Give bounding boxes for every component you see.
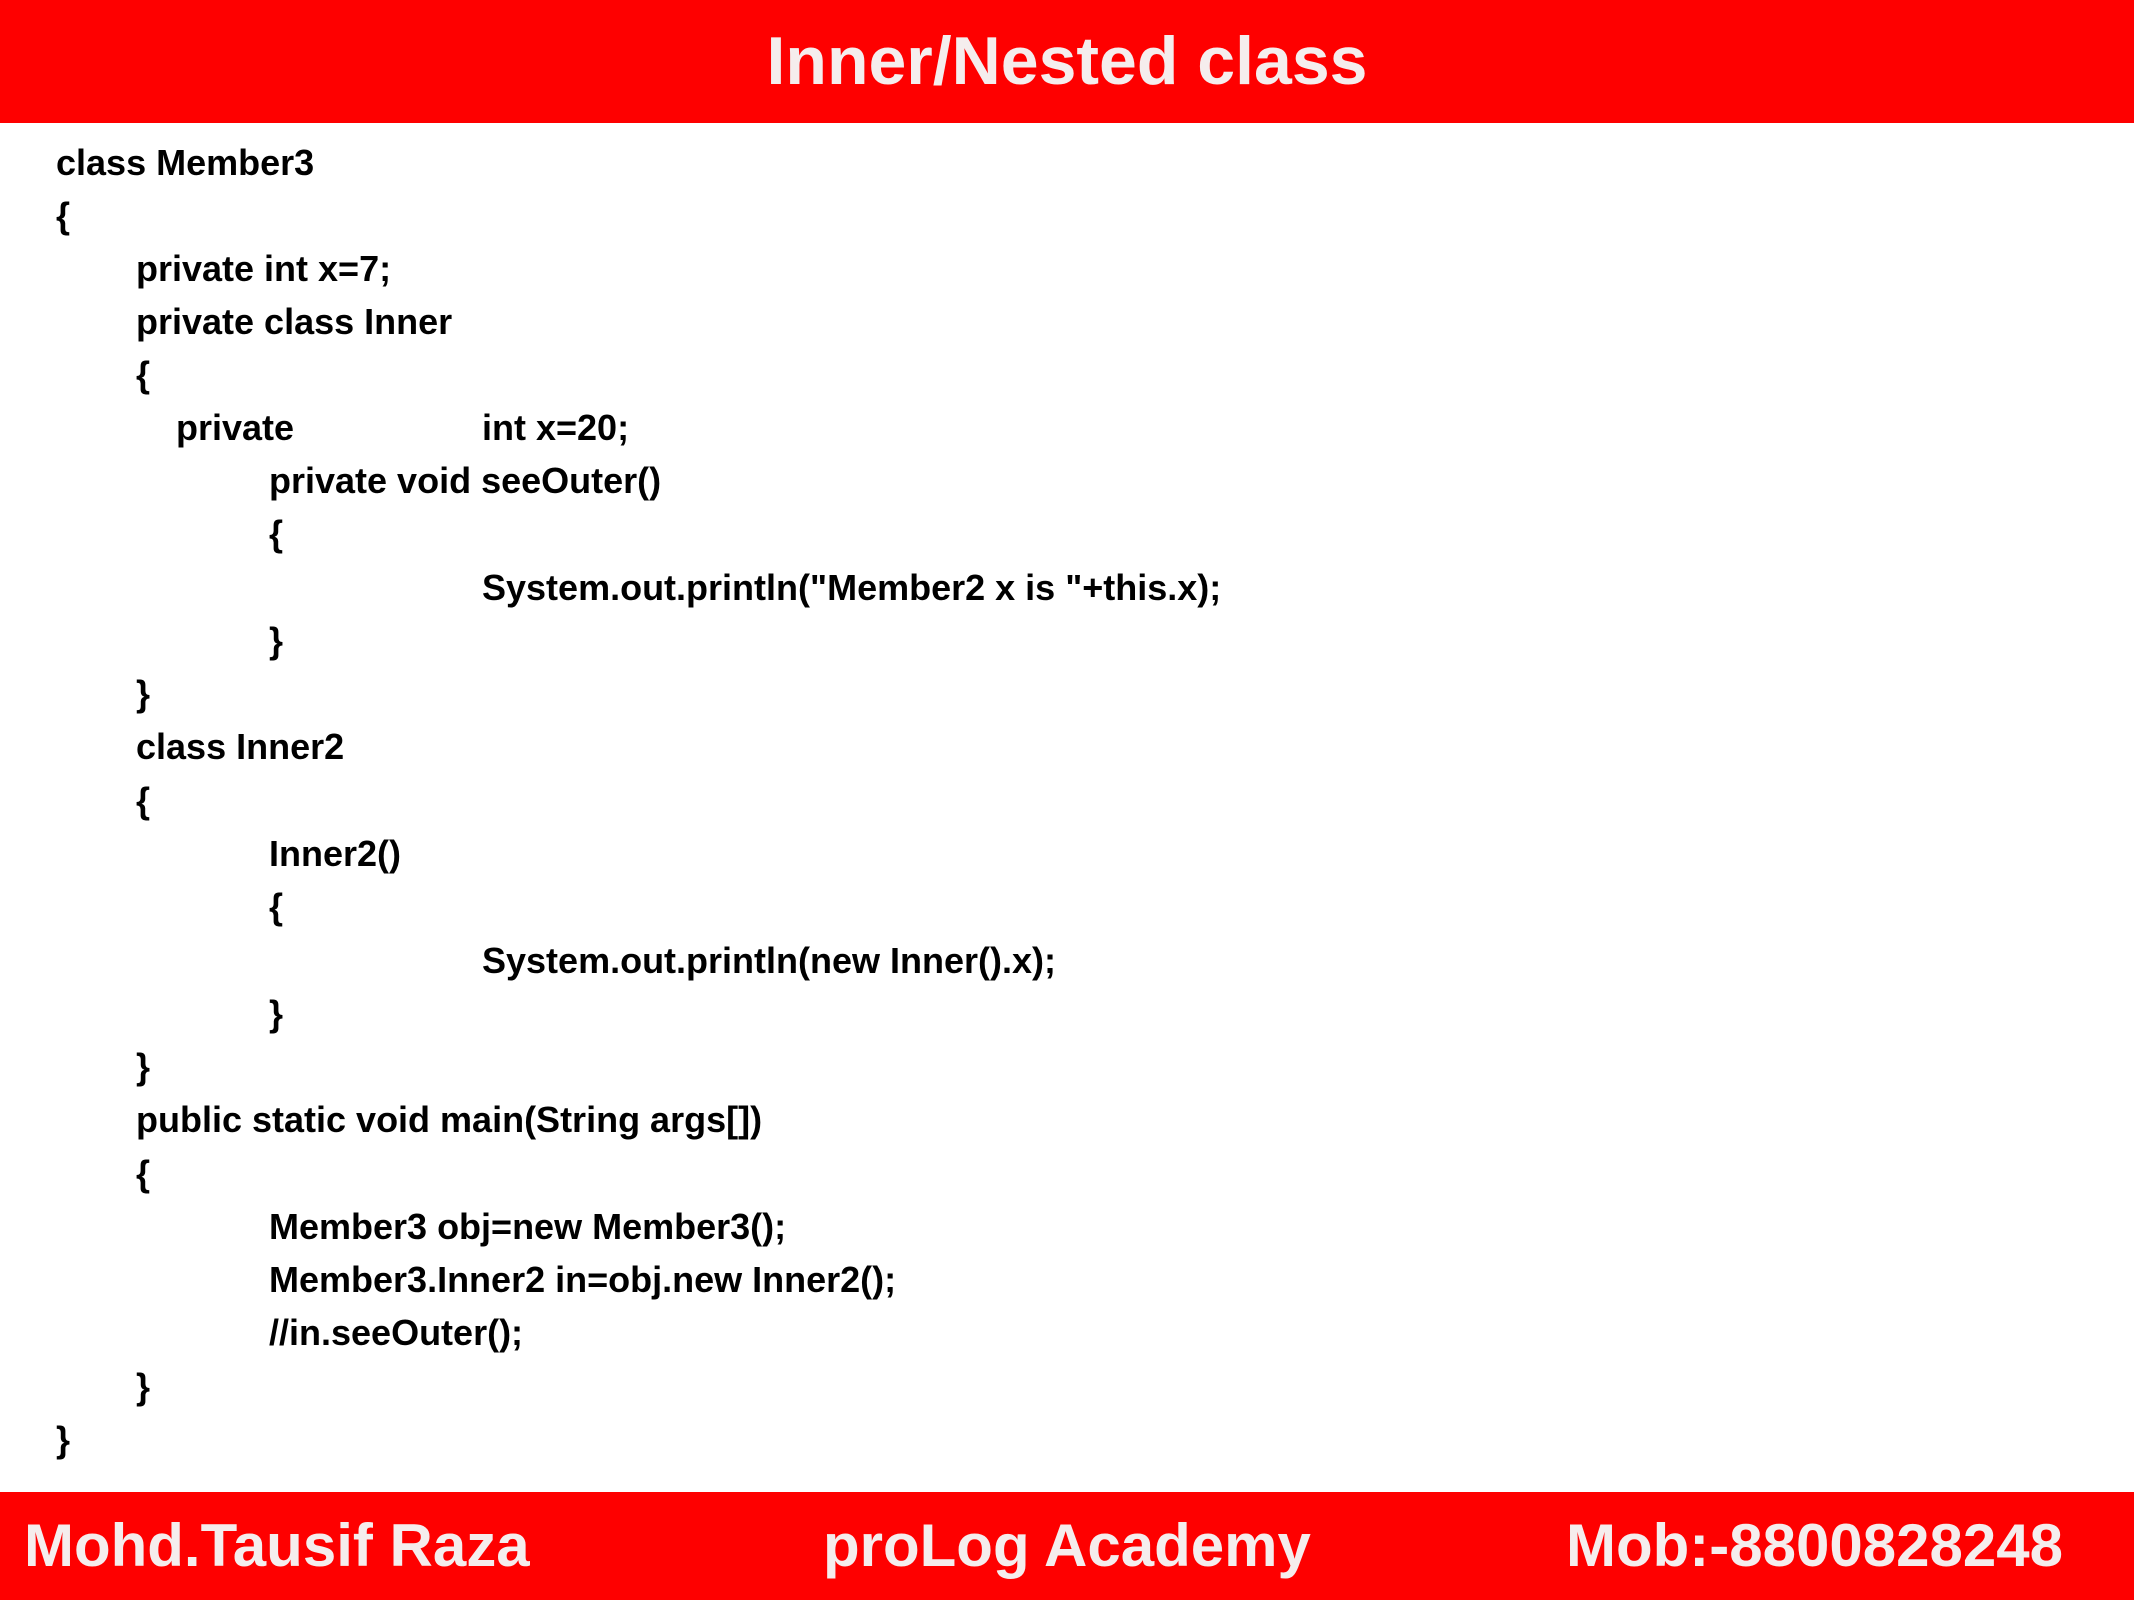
code-line: { [56,195,71,236]
code-line: Inner2() [269,833,402,874]
code-listing: class Member3 { private int x=7; private… [56,142,1222,1460]
code-line: { [136,354,151,395]
author-name: Mohd.Tausif Raza [24,1512,530,1579]
code-line: } [56,1419,71,1460]
code-line: private class Inner [136,301,453,342]
code-line: } [269,620,284,661]
code-line: System.out.println(new Inner().x); [482,940,1057,981]
slide-title: Inner/Nested class [766,23,1368,99]
mobile-number: Mob:-8800828248 [1566,1512,2063,1579]
code-line: } [136,1366,151,1407]
code-line: Member3.Inner2 in=obj.new Inner2(); [269,1259,897,1300]
academy-name: proLog Academy [823,1512,1311,1579]
code-line: class Member3 [56,142,315,183]
code-line: { [269,886,284,927]
code-line: } [269,993,284,1034]
code-line: } [136,1046,151,1087]
header-banner [0,0,2134,123]
code-line: { [136,1153,151,1194]
code-line: { [136,780,151,821]
code-line: private [176,407,295,448]
code-line: System.out.println("Member2 x is "+this.… [482,567,1222,608]
code-line: Member3 obj=new Member3(); [269,1206,787,1247]
code-line: } [136,673,151,714]
code-line: { [269,513,284,554]
code-line: private int x=7; [136,248,392,289]
code-line: //in.seeOuter(); [269,1312,524,1353]
code-line: int x=20; [482,407,630,448]
footer-banner [0,1492,2134,1600]
code-line: private void seeOuter() [269,460,662,501]
code-line: class Inner2 [136,726,345,767]
code-line: public static void main(String args[]) [136,1099,763,1140]
